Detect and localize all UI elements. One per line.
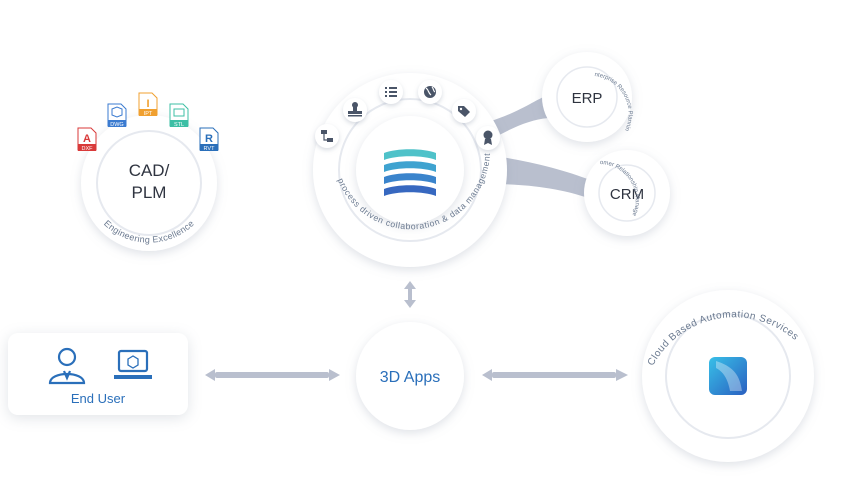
certificate-icon <box>476 126 500 150</box>
svg-text:RVT: RVT <box>204 146 216 152</box>
erp-title: ERP <box>572 90 603 107</box>
crm-title: CRM <box>610 186 644 203</box>
end-user-label: End User <box>70 391 126 406</box>
erp-node: ERP Enterprise Resource Planning <box>0 0 633 142</box>
dwg-icon: DWG <box>107 103 127 128</box>
end-user-icons <box>48 347 152 385</box>
tag-icon <box>452 99 476 123</box>
list-icon <box>379 80 403 104</box>
cad-title-line2: PLM <box>132 183 167 202</box>
svg-text:I: I <box>146 98 149 110</box>
vertical-arrow <box>404 281 416 308</box>
svg-text:DXF: DXF <box>82 146 94 152</box>
right-arrow <box>482 369 628 381</box>
svg-text:R: R <box>205 133 213 145</box>
left-arrow <box>205 369 340 381</box>
workflow-icon <box>315 124 339 148</box>
data-management-hub: process driven collaboration & data mana… <box>313 73 507 267</box>
svg-text:DWG: DWG <box>110 122 123 128</box>
erp-connector <box>488 95 552 138</box>
cloud-automation-logo-icon <box>709 357 747 395</box>
stack-logo-icon <box>384 149 436 196</box>
cloud-services-node: Cloud Based Automation Services <box>642 290 814 462</box>
svg-text:IPT: IPT <box>144 111 153 117</box>
svg-text:STL: STL <box>174 122 184 128</box>
laptop-icon <box>114 349 152 379</box>
3d-apps-title: 3D Apps <box>380 369 440 386</box>
stamp-icon <box>343 98 367 122</box>
cad-title-line1: CAD/ <box>129 161 170 180</box>
rvt-icon: R RVT <box>199 127 219 152</box>
dxf-icon: A DXF <box>77 127 97 152</box>
cad-plm-node: CAD/ PLM Engineering Excellence <box>81 115 217 251</box>
ipt-icon: I IPT <box>138 92 158 117</box>
svg-text:A: A <box>83 133 91 145</box>
end-user-card[interactable]: End User <box>8 333 188 415</box>
stl-icon: STL <box>169 103 189 128</box>
user-icon <box>48 347 86 385</box>
globe-icon <box>418 80 442 104</box>
crm-connector <box>492 156 590 198</box>
3d-apps-node[interactable]: 3D Apps <box>356 322 464 430</box>
